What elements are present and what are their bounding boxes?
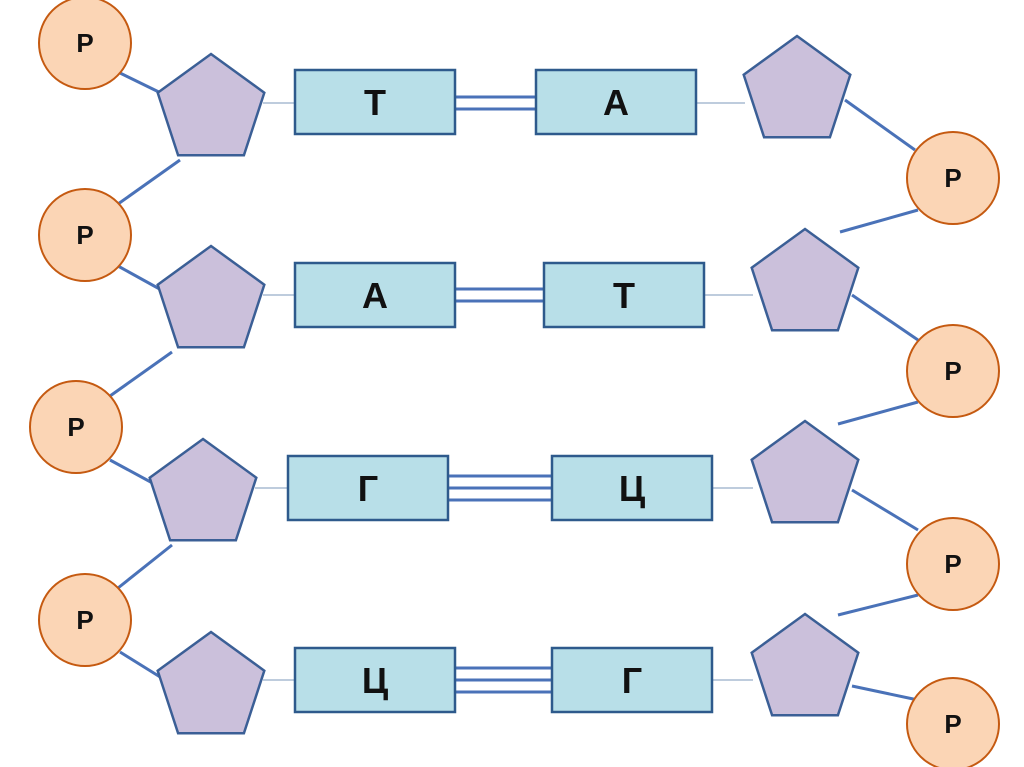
sugar-pentagon-left <box>156 244 266 349</box>
sugar-pentagon-left <box>156 52 266 157</box>
phosphate-left: P <box>29 380 123 474</box>
backbone-link <box>837 593 919 617</box>
hydrogen-bonds <box>448 95 552 694</box>
backbone-link <box>851 488 919 532</box>
sugar-pentagon-right <box>750 227 860 332</box>
phosphate-label: P <box>76 605 93 635</box>
phosphate-label: P <box>67 412 84 442</box>
backbone-link <box>109 350 173 398</box>
molecules: Т А А Т Г Ц Ц Г P P P P P P P P <box>29 0 1000 767</box>
phosphate-right: P <box>906 131 1000 225</box>
base-left: А <box>293 261 457 329</box>
phosphate-right: P <box>906 517 1000 611</box>
sugar-pentagon-right <box>750 419 860 524</box>
phosphate-right: P <box>906 324 1000 418</box>
base-left: Т <box>293 68 457 136</box>
backbone-link <box>117 70 166 97</box>
backbone-link <box>851 684 919 702</box>
phosphate-left: P <box>38 188 132 282</box>
base-label: Г <box>358 468 378 509</box>
base-right: Г <box>550 646 714 714</box>
phosphate-label: P <box>944 356 961 386</box>
backbone-link <box>837 400 919 426</box>
phosphate-left: P <box>38 573 132 667</box>
backbone-link <box>117 158 181 206</box>
phosphate-left: P <box>38 0 132 90</box>
sugar-pentagon-right <box>750 612 860 717</box>
sugar-pentagon-left <box>148 437 258 542</box>
backbone-link <box>117 264 166 294</box>
base-label: Ц <box>362 660 389 701</box>
backbone-link <box>117 543 173 590</box>
base-label: Г <box>622 660 642 701</box>
base-label: Т <box>613 275 635 316</box>
base-right: Ц <box>550 454 714 522</box>
backbone-link <box>851 293 919 342</box>
backbone-link <box>844 98 916 152</box>
sugar-pentagon-left <box>156 630 266 735</box>
phosphate-label: P <box>944 549 961 579</box>
base-right: Т <box>542 261 706 329</box>
backbone-lines <box>109 70 919 702</box>
base-label: А <box>362 275 388 316</box>
base-left: Ц <box>293 646 457 714</box>
base-label: Ц <box>619 468 646 509</box>
base-label: Т <box>364 82 386 123</box>
sugar-pentagon-right <box>742 34 852 139</box>
phosphate-label: P <box>76 220 93 250</box>
backbone-link <box>119 650 166 682</box>
phosphate-right: P <box>906 677 1000 767</box>
backbone-link <box>839 208 919 234</box>
phosphate-label: P <box>944 163 961 193</box>
phosphate-label: P <box>76 28 93 58</box>
base-right: А <box>534 68 698 136</box>
base-label: А <box>603 82 629 123</box>
phosphate-label: P <box>944 709 961 739</box>
base-left: Г <box>286 454 450 522</box>
